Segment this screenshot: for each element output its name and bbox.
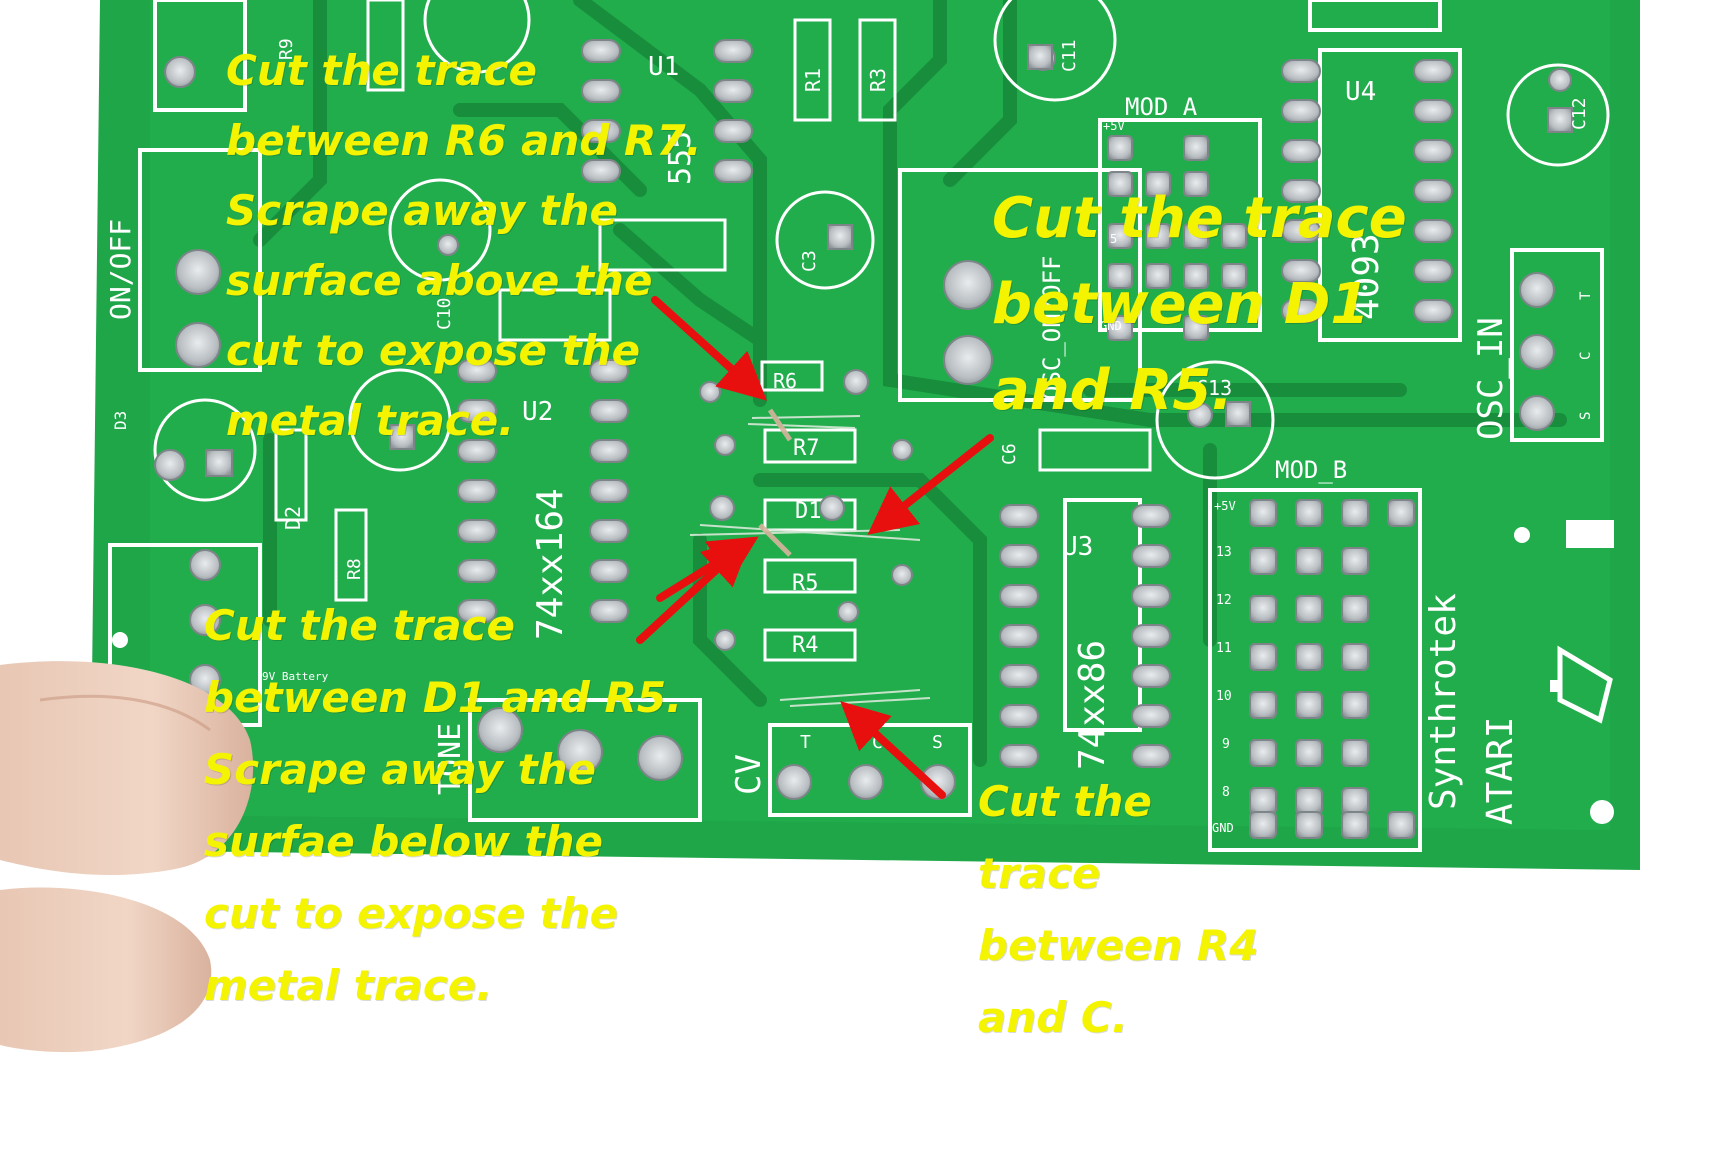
label-u3: U3 (1062, 532, 1093, 562)
label-r8: R8 (344, 558, 365, 580)
annotation-cut-d1-r5-top: Cut the trace between D1 and R5. (992, 186, 1407, 423)
label-row10: 10 (1216, 689, 1232, 704)
square-pads (205, 44, 1573, 477)
label-row13: 13 (1216, 545, 1232, 560)
label-r5: R5 (792, 571, 819, 596)
label-r9: R9 (276, 38, 297, 60)
arrow-d1-r5-bottom-2 (656, 536, 759, 602)
label-555: 555 (663, 131, 698, 185)
label-five-a: 5 (1110, 232, 1117, 246)
label-c13: C13 (1196, 376, 1232, 400)
label-cv-t: T (800, 732, 811, 753)
label-osc-on-off: OSC_ON/OFF (1038, 256, 1066, 401)
label-plus5v-a: +5V (1103, 119, 1125, 133)
label-r6: R6 (773, 369, 797, 393)
arrow-r6-r7 (651, 296, 767, 401)
label-row8: 8 (1222, 785, 1230, 800)
annotation-cut-r6-r7: Cut the trace between R6 and R7. Scrape … (226, 46, 702, 445)
label-r7: R7 (793, 436, 820, 461)
label-r1: R1 (801, 68, 825, 92)
atari-junk-logo (1514, 520, 1614, 724)
label-row12: 12 (1216, 593, 1232, 608)
label-brand: Synthrotek (1423, 593, 1464, 810)
annotation-cut-d1-r5-bottom: Cut the trace between D1 and R5. Scrape … (204, 601, 683, 1010)
label-on-off: ON/OFF (104, 219, 137, 320)
label-u4: U4 (1345, 77, 1376, 107)
annotation-arrows (636, 296, 994, 799)
label-osc-in: OSC_IN (1471, 317, 1511, 440)
annotation-cut-r4-c: Cut the trace between R4 and C. (978, 777, 1259, 1042)
label-c10: C10 (434, 297, 455, 330)
label-row11: 11 (1216, 641, 1232, 656)
round-pads (154, 45, 1572, 800)
label-u1: U1 (648, 52, 679, 82)
label-osc-t: T (1578, 291, 1594, 300)
label-c12: C12 (1569, 97, 1590, 130)
arrow-r4-c (840, 701, 946, 799)
label-row9: 9 (1222, 737, 1230, 752)
mod-b-pads (1249, 499, 1415, 839)
label-cv-s: S (932, 732, 943, 753)
label-4093: 4093 (1346, 233, 1387, 320)
label-gnd-a: GND (1100, 319, 1122, 333)
ic-pads (457, 39, 1453, 768)
label-osc-s: S (1578, 412, 1594, 420)
label-r3: R3 (866, 68, 890, 92)
label-74xx164: 74xx164 (530, 488, 571, 640)
label-74xx86: 74xx86 (1072, 640, 1113, 770)
label-mod-b: MOD_B (1275, 456, 1347, 484)
label-u2: U2 (522, 397, 553, 427)
arrow-d1-r5-top (867, 434, 994, 535)
label-osc-c: C (1578, 352, 1594, 360)
label-d1: D1 (795, 499, 822, 524)
label-d2: D2 (281, 506, 305, 530)
silkscreen-labels: U1 U2 U3 U4 R6 R7 D1 R5 R4 C13 MOD_A MOD… (104, 38, 1594, 835)
label-d3: D3 (111, 411, 130, 430)
mod-a-pads (1107, 135, 1247, 341)
label-gnd-b: GND (1212, 821, 1234, 835)
label-cv: CV (729, 754, 769, 795)
component-outlines (153, 0, 1610, 662)
label-c3: C3 (799, 250, 820, 272)
label-battery: 9V Battery (262, 670, 329, 683)
label-product: ATARI (1480, 717, 1521, 825)
label-mod-a: MOD_A (1125, 93, 1198, 121)
label-r4: R4 (792, 633, 819, 658)
label-tone: TONE (433, 723, 468, 795)
finger (0, 661, 254, 1053)
label-c6: C6 (999, 443, 1020, 465)
label-c11: C11 (1059, 39, 1080, 72)
label-plus5v-b: +5V (1214, 499, 1236, 513)
